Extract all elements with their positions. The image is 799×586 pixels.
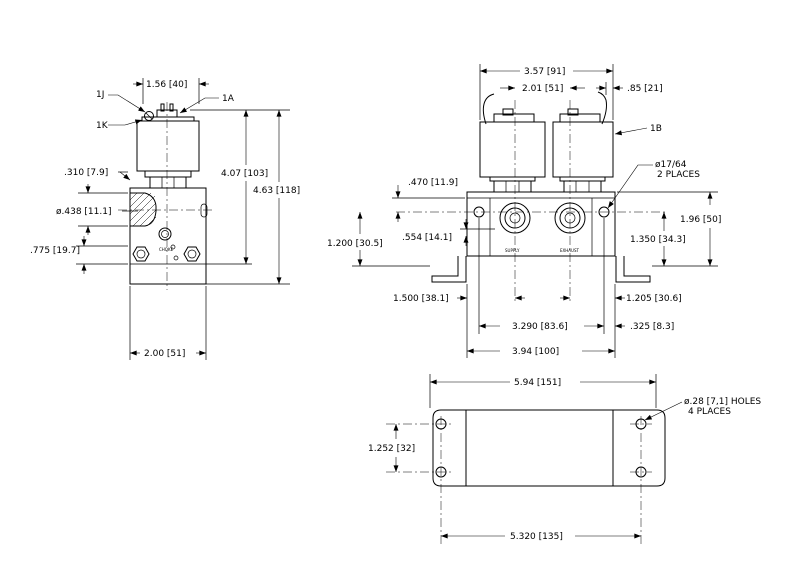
side-view: CHOKE 1J 1K 1A 1.56 [40] 4.07 [103] 4.63… [30,78,300,360]
dim-side-port-offset: .310 [7.9] [64,168,108,178]
front-brackets [431,256,651,283]
dim-side-height-inner: 4.07 [103] [221,169,268,179]
front-supply-label: SUPPLY [505,248,520,253]
front-coil-right [552,91,614,193]
dim-bottom-hole-x: 5.320 [135] [510,532,563,542]
side-terminals [141,103,195,122]
callout-1k: 1K [96,121,109,131]
front-coil-left [479,93,546,193]
dim-front-left-height: 1.200 [30.5] [327,239,383,249]
dim-bottom-overall: 5.94 [151] [514,378,561,388]
dim-side-port-dia: ø.438 [11.1] [56,207,111,217]
bottom-view: 5.94 [151] ø.28 [7,1] HOLES 4 PLACES 1.2… [368,374,761,544]
dim-front-port-height: .554 [14.1] [402,233,452,243]
side-coil [136,120,200,172]
callout-1j: 1J [96,90,104,100]
bottom-hole-qty: 4 PLACES [688,407,731,417]
dim-front-right-port-x: 1.205 [30.6] [626,294,682,304]
side-cover-label: CHOKE [159,247,174,252]
callout-1a: 1A [222,94,235,104]
dim-front-right-height: 1.96 [50] [680,215,721,225]
side-nut [149,176,187,189]
front-manifold [466,191,616,257]
dim-side-width-top: 1.56 [40] [146,80,187,90]
bottom-holes [435,418,647,478]
dim-front-right-port-height: 1.350 [34.3] [630,235,686,245]
front-mount-hole-qty: 2 PLACES [657,170,700,180]
bottom-centre-lines [386,416,652,544]
dim-front-overall-top: 3.57 [91] [524,67,565,77]
front-exhaust-label: EXHAUST [560,248,579,253]
front-view: SUPPLY EXHAUST 3.57 [91] 2.01 [51] .85 [… [327,64,721,358]
callout-1b: 1B [650,124,662,134]
side-body [129,187,207,285]
dim-side-width-body: 2.00 [51] [144,349,185,359]
dim-front-hole-edge: .325 [8.3] [630,322,674,332]
dim-side-base-height: .775 [19.7] [30,246,80,256]
side-bolts [132,227,201,262]
bottom-flange [432,409,666,487]
dim-side-height-overall: 4.63 [118] [253,186,300,196]
dim-front-coil-spacing: 2.01 [51] [522,84,563,94]
side-port-section [129,192,157,227]
front-mount-hole-dia: ø17/64 [655,160,687,170]
dim-front-overall-width: 3.94 [100] [512,347,559,357]
bottom-body [465,409,614,487]
dim-front-lead-offset: .85 [21] [627,84,663,94]
dim-front-left-port-x: 1.500 [38.1] [393,294,449,304]
dim-front-top-offset: .470 [11.9] [408,178,458,188]
side-nut-upper [144,170,192,178]
bottom-hole-dia: ø.28 [7,1] HOLES [684,397,761,407]
dim-bottom-hole-y: 1.252 [32] [368,444,415,454]
dim-front-hole-spacing: 3.290 [83.6] [512,322,568,332]
